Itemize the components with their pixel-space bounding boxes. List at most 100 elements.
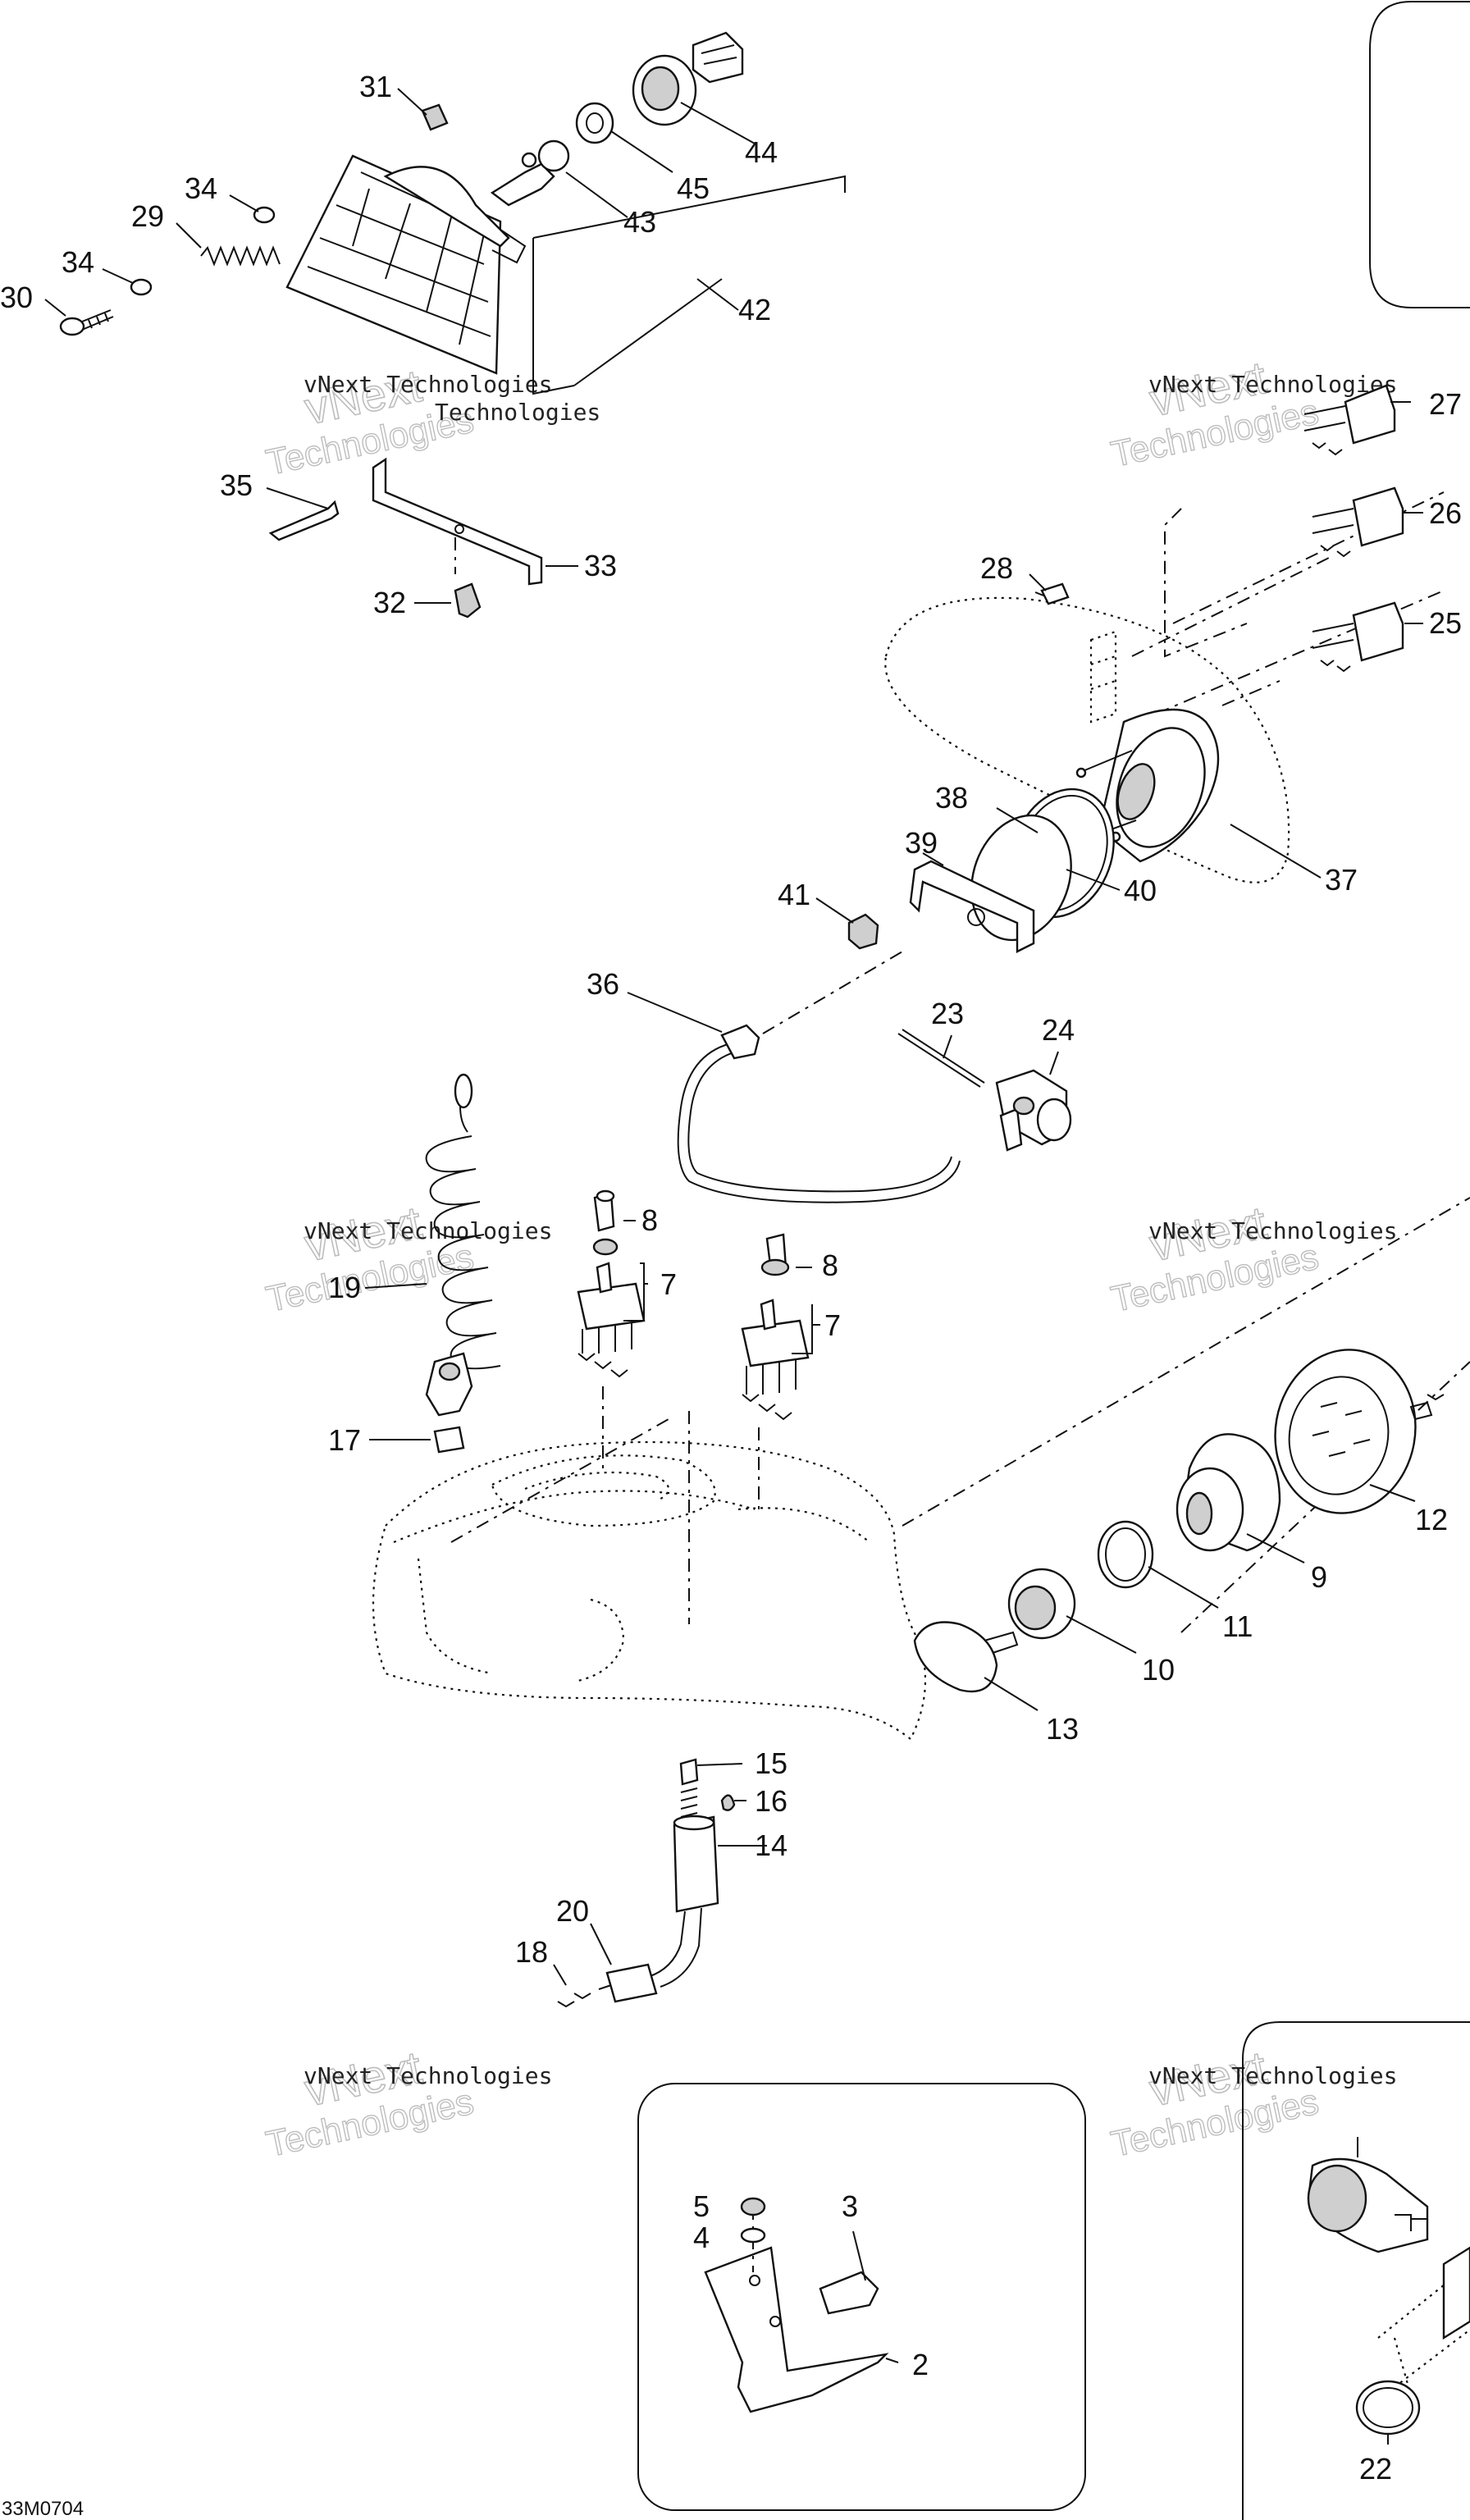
ignition-switch [1274, 1349, 1445, 1514]
callout-26: 26 [1429, 496, 1462, 530]
callouts: 31 44 45 43 42 34 29 34 30 35 33 32 27 2… [0, 70, 1462, 2486]
callout-25: 25 [1429, 606, 1462, 640]
connector [692, 31, 744, 84]
callout-28: 28 [980, 551, 1013, 585]
inset-nut [740, 2197, 766, 2216]
callout-31: 31 [359, 70, 392, 103]
callout-10: 10 [1142, 1653, 1175, 1687]
callout-40: 40 [1124, 874, 1157, 907]
callout-4: 4 [693, 2221, 710, 2254]
indicator-bulb [1034, 582, 1070, 605]
toggle-switch-left [577, 1189, 646, 1468]
nut [454, 582, 482, 619]
fuel-sender [557, 1758, 736, 2008]
callout-17: 17 [328, 1423, 361, 1457]
console-ghost [884, 491, 1445, 883]
callout-19: 19 [328, 1271, 361, 1304]
switch-nut-ring [1097, 1520, 1154, 1589]
callout-43: 43 [623, 205, 656, 239]
callout-34: 34 [62, 245, 94, 279]
callout-12: 12 [1415, 1503, 1448, 1536]
leader-lines [44, 88, 1423, 2445]
gauge-bracket [909, 860, 1035, 953]
callout-5: 5 [693, 2189, 710, 2223]
headlamp-assembly [59, 31, 846, 395]
callout-9: 9 [1311, 1560, 1327, 1594]
callout-42: 42 [738, 293, 771, 326]
speedo-cable [677, 951, 961, 1203]
callout-3: 3 [842, 2189, 858, 2223]
callout-39: 39 [905, 826, 938, 860]
callout-2: 2 [912, 2348, 929, 2381]
callout-8: 8 [822, 1249, 838, 1282]
fitting [995, 1069, 1072, 1152]
grommet [433, 1426, 465, 1454]
washer [253, 206, 276, 224]
watermark-text: vNext Technologies [1148, 2062, 1397, 2089]
diagram-code: 33M0704 [2, 2498, 84, 2520]
screw [59, 309, 114, 336]
top-right-inset-frame [1369, 1, 1470, 308]
ignition-key [913, 1621, 1019, 1693]
callout-24: 24 [1042, 1013, 1075, 1047]
callout-29: 29 [131, 199, 164, 233]
callout-30: 30 [0, 281, 33, 314]
watermark: vNext Technologies [262, 2040, 478, 2165]
watermark-text-tail: Technologies [435, 399, 600, 426]
switch-26 [1312, 486, 1404, 558]
clip [421, 103, 449, 131]
callout-16: 16 [755, 1784, 788, 1818]
callout-11: 11 [1222, 1609, 1253, 1643]
watermark: vNext Technologies [1107, 1195, 1323, 1320]
callout-27: 27 [1429, 387, 1462, 421]
right-inset-housing [1377, 2246, 1470, 2396]
bulb-socket [575, 102, 614, 144]
watermark-text: vNext Technologies [304, 371, 552, 398]
right-inset-ring-inner [1363, 2387, 1413, 2428]
switch-25 [1312, 601, 1404, 673]
watermark-text: vNext Technologies [1148, 1217, 1397, 1244]
inset-bracket [704, 2197, 889, 2413]
callout-14: 14 [755, 1828, 788, 1862]
right-inset-ring [1355, 2380, 1421, 2436]
switch-27 [1303, 384, 1396, 456]
callout-35: 35 [220, 468, 253, 502]
callout-33: 33 [584, 549, 617, 582]
callout-34: 34 [185, 171, 217, 205]
callout-18: 18 [515, 1935, 548, 1969]
key-switch-body [1176, 1433, 1281, 1552]
watermark-text: vNext Technologies [1148, 371, 1397, 398]
callout-20: 20 [556, 1894, 589, 1928]
toggle-switch-right [741, 1233, 810, 1509]
watermark: vNext Technologies [1107, 2040, 1323, 2165]
watermark: vNext Technologies [262, 1195, 478, 1320]
callout-45: 45 [677, 171, 710, 205]
washer [130, 278, 153, 296]
callout-22: 22 [1359, 2452, 1392, 2486]
callout-15: 15 [755, 1746, 788, 1780]
callout-8: 8 [641, 1203, 658, 1237]
callout-36: 36 [587, 967, 619, 1001]
watermark-text: vNext Technologies [304, 2062, 552, 2089]
switch-bezel [1007, 1568, 1076, 1640]
rod [897, 1029, 985, 1088]
callout-32: 32 [373, 586, 406, 619]
watermark-text: vNext Technologies [304, 1217, 552, 1244]
callout-44: 44 [745, 135, 778, 169]
callout-7: 7 [824, 1308, 841, 1342]
callout-13: 13 [1046, 1712, 1079, 1746]
callout-7: 7 [660, 1267, 677, 1301]
callout-23: 23 [931, 997, 964, 1030]
gauge-assembly [847, 708, 1220, 953]
bottom-right-inset-frame [1242, 2021, 1470, 2520]
headlamp-lens [285, 154, 502, 375]
gauge-nut [847, 913, 879, 950]
bracket-inset-frame [637, 2083, 1086, 2511]
watermark: vNext Technologies [1107, 350, 1323, 475]
inset-clip [819, 2230, 879, 2315]
callout-37: 37 [1325, 863, 1358, 897]
inset-washer [740, 2227, 766, 2244]
bulb [490, 139, 570, 207]
callout-38: 38 [935, 781, 968, 815]
